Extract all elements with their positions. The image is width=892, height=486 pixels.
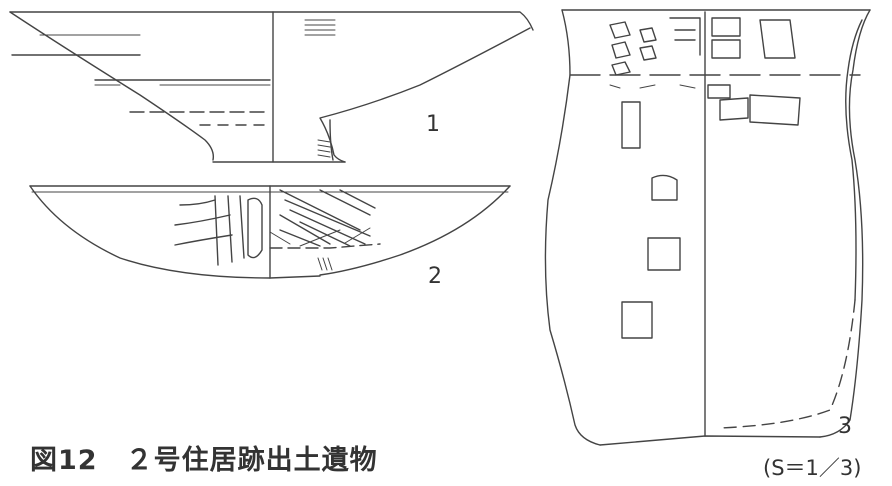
artifact-number-3: 3 [838,414,852,439]
artifact-number-2: 2 [428,264,442,289]
artifact-number-1: 1 [426,112,440,137]
scale-label: (S＝1／3) [763,456,862,480]
figure-caption: 図12 ２号住居跡出土遺物 [30,445,378,476]
artifact-2-drawing [29,185,511,279]
artifact-3-drawing [544,9,871,446]
artifact-1-drawing [9,11,534,163]
